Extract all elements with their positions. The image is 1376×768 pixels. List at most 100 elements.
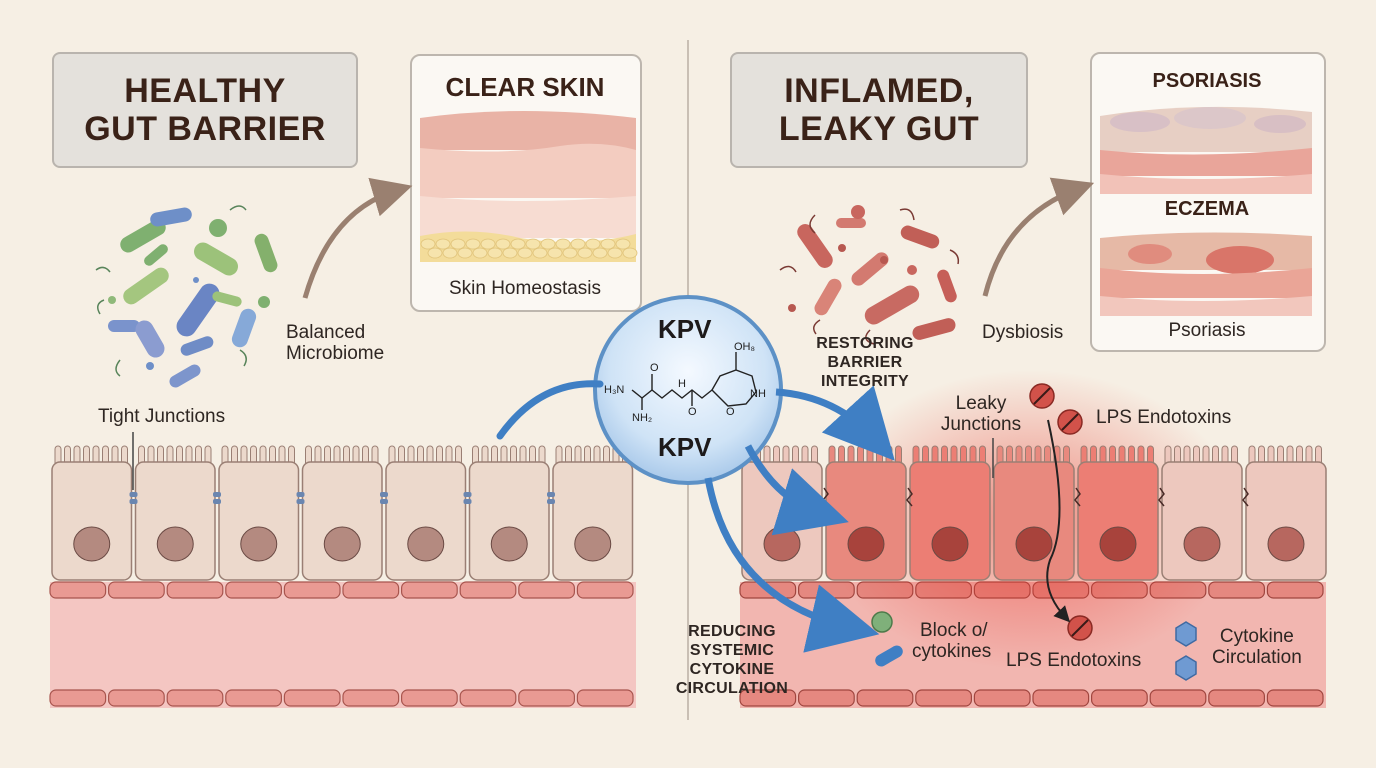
epithelial-cell [822, 445, 907, 581]
fat-cell [622, 247, 638, 259]
vessel-endothelial-cell [856, 689, 914, 707]
molecule-nh2: NH₂ [632, 412, 653, 424]
fat-cell [427, 247, 443, 259]
fat-cell [480, 238, 496, 250]
molecule-o-2: O [688, 406, 697, 418]
psoriasis-caption: Psoriasis [1168, 320, 1246, 341]
fat-cell [457, 247, 473, 259]
vessel-endothelial-cell [225, 581, 283, 599]
kpv-incoming-arrow [496, 380, 604, 440]
tight-junction [296, 499, 305, 504]
fat-cell [607, 247, 623, 259]
lps-endotoxin-icon-1 [1029, 383, 1055, 409]
vessel-endothelial-cell [283, 689, 341, 707]
fat-cell [495, 238, 511, 250]
vessel-endothelial-cell [459, 689, 517, 707]
fat-cell [555, 238, 571, 250]
tight-junction [547, 499, 555, 504]
skin-homeostasis-caption: Skin Homeostasis [448, 278, 602, 299]
vessel-endothelial-cell [166, 581, 224, 599]
vessel-endothelial-cell [739, 689, 797, 707]
fat-cell [525, 238, 541, 250]
healthy-blood-vessel [49, 581, 636, 708]
molecule-o-1: O [650, 362, 659, 374]
balanced-microbiome-label: Balanced Microbiome [286, 322, 384, 364]
epithelial-cell [993, 445, 1075, 581]
cell-nucleus [1183, 526, 1221, 562]
inflamed-epithelial-cells [741, 445, 1327, 581]
cell-nucleus [1099, 526, 1137, 562]
cell-nucleus [323, 526, 361, 562]
reducing-line4: CIRCULATION [675, 680, 789, 697]
kpv-to-junctions-arrow [744, 444, 849, 536]
molecule-h: H [678, 378, 686, 390]
epithelial-cell [129, 445, 216, 581]
fat-cell [465, 238, 481, 250]
fat-cell [420, 238, 436, 250]
clear-skin-title: CLEAR SKIN [445, 72, 605, 102]
molecule-nh: NH [750, 388, 766, 400]
fat-cell [562, 247, 578, 259]
vessel-endothelial-cell [1266, 689, 1324, 707]
block-label-line2: cytokines [912, 641, 992, 662]
vessel-endothelial-cell [576, 581, 634, 599]
block-cytokines-label: Block o/ cytokines [912, 620, 991, 662]
cell-nucleus [490, 526, 528, 562]
vessel-endothelial-cell [797, 689, 855, 707]
tight-junction [129, 492, 138, 497]
lps-endotoxins-label-bottom: LPS Endotoxins [1006, 650, 1142, 671]
fat-cell [585, 238, 601, 250]
reducing-line1: REDUCING [688, 623, 776, 640]
epithelial-cell [547, 445, 634, 581]
restoring-line2: BARRIER [827, 354, 903, 371]
vessel-endothelial-cell [1090, 689, 1148, 707]
cell-nucleus [407, 526, 445, 562]
balanced-microbiome-cluster [95, 205, 278, 388]
kpv-to-inflamed-cells-arrow [775, 385, 895, 461]
fat-cell [450, 238, 466, 250]
tight-junction [380, 492, 388, 497]
cytokine-label-line1: Cytokine [1219, 626, 1294, 647]
reducing-line2: SYSTEMIC [689, 642, 775, 659]
tight-junction [213, 499, 221, 504]
epithelial-cell [1242, 445, 1327, 581]
vessel-endothelial-cell [283, 581, 341, 599]
healthy-epithelial-cells [51, 445, 634, 581]
tight-junction [380, 499, 388, 504]
lps-endotoxin-icon-2 [1057, 409, 1083, 435]
kpv-label-top: KPV [658, 314, 712, 344]
fat-cell [502, 247, 518, 259]
fat-cell [532, 247, 548, 259]
psoriasis-title: PSORIASIS [1152, 70, 1262, 92]
microbiome-label-line1: Balanced [286, 322, 366, 343]
fat-cell [570, 238, 586, 250]
cell-nucleus [1267, 526, 1305, 562]
reducing-cytokine-label: REDUCING SYSTEMIC CYTOKINE CIRCULATION [668, 622, 796, 698]
lps-endotoxin-icon-3 [1067, 615, 1093, 641]
vessel-endothelial-cell [225, 689, 283, 707]
fat-cell [592, 247, 608, 259]
epithelial-cell [380, 445, 467, 581]
vessel-endothelial-cell [49, 581, 107, 599]
lps-translocation-arrow [1046, 419, 1071, 623]
cytokine-icon-blue-2 [1175, 655, 1197, 681]
vessel-endothelial-cell [342, 581, 400, 599]
fat-cell [517, 247, 533, 259]
vessel-endothelial-cell [1032, 689, 1090, 707]
molecule-oh: OH₈ [734, 341, 756, 353]
cytokine-capsule-icon [875, 645, 903, 667]
vessel-endothelial-cell [459, 581, 517, 599]
fat-cell [487, 247, 503, 259]
epithelial-cell [1158, 445, 1243, 581]
cell-nucleus [156, 526, 194, 562]
epithelial-cell [51, 445, 133, 581]
microbiome-to-skin-arrow [302, 177, 413, 299]
cytokine-circulation-label: Cytokine Circulation [1212, 626, 1302, 668]
cell-nucleus [73, 526, 111, 562]
broken-junction [1158, 487, 1165, 507]
tight-junctions-label: Tight Junctions [98, 406, 226, 427]
block-label-line1: Block o/ [920, 620, 988, 641]
tight-junction [547, 492, 555, 497]
epithelial-cell [296, 445, 383, 581]
